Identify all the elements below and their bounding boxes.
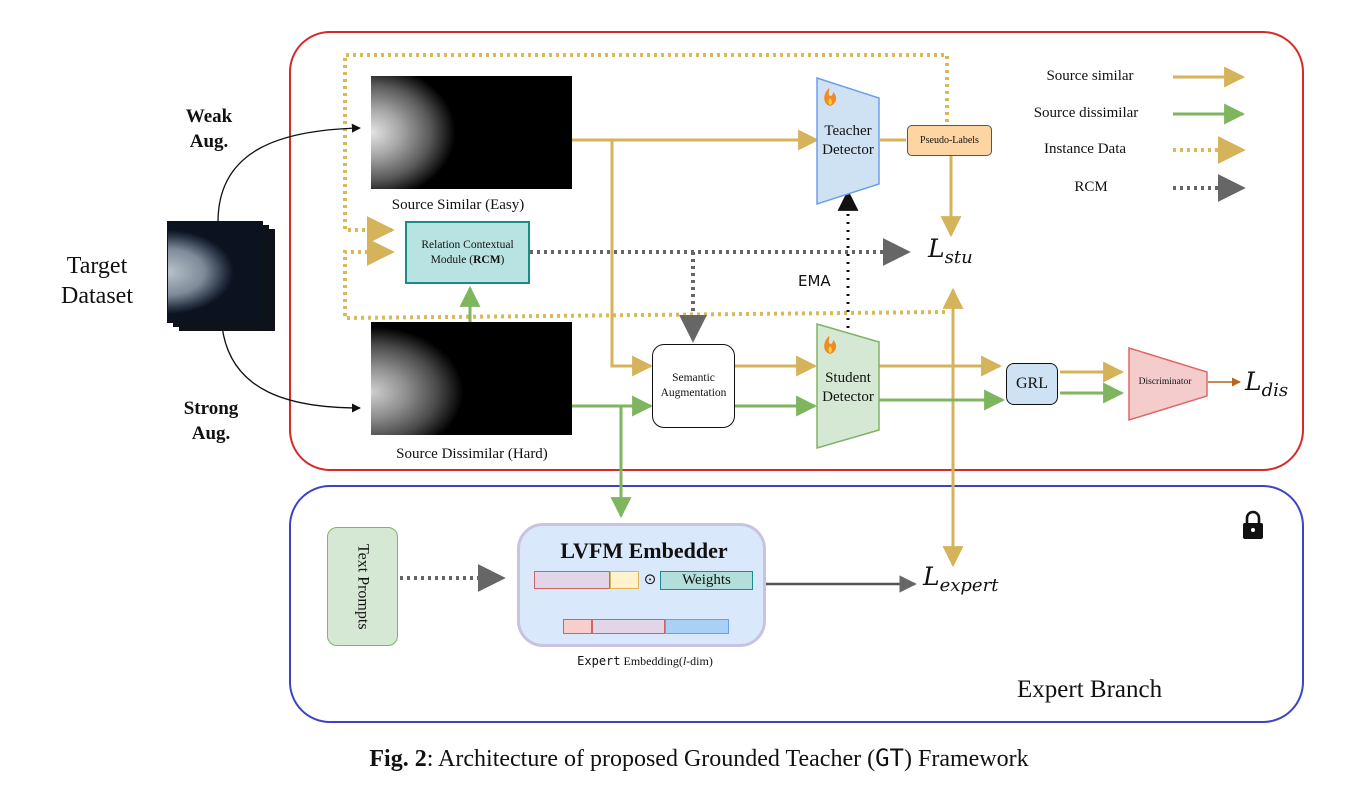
rcm-paths	[400, 238, 911, 592]
loss-dis: Ldis	[1245, 367, 1289, 401]
figure-caption: Fig. 2: Architecture of proposed Grounde…	[369, 744, 1029, 772]
lvfm-embedder-title: LVFM Embedder	[560, 538, 728, 563]
expert-embedding-caption: Expert Embedding(l-dim)	[577, 654, 713, 668]
legend-arrows	[1173, 66, 1246, 202]
embedding-output-segment-a	[563, 619, 592, 634]
discriminator-shape	[1128, 346, 1208, 422]
rcm-line1: Relation Contextual	[421, 238, 514, 251]
hadamard-operator: ⊙	[643, 570, 657, 588]
embedding-output-segment-b	[592, 619, 665, 634]
discriminator-label: Discriminator	[1138, 377, 1192, 387]
ema-label: EMA	[798, 272, 831, 290]
source-dissimilar-caption: Source Dissimilar (Hard)	[396, 446, 548, 462]
expert-branch-label: Expert Branch	[1017, 676, 1163, 703]
legend-label-source-similar: Source similar	[1046, 68, 1134, 84]
student-flame-icon	[824, 336, 837, 354]
source-similar-caption: Source Similar (Easy)	[391, 197, 525, 213]
student-detector-shape	[816, 323, 880, 449]
rcm-line2: Module (RCM)	[430, 253, 505, 266]
weights-box: Weights	[660, 571, 753, 590]
source-dissimilar-image	[371, 322, 572, 435]
legend-label-rcm: RCM	[1074, 179, 1108, 195]
embedding-input-segment-b	[610, 571, 639, 589]
grl-box: GRL	[1006, 363, 1058, 405]
target-mammogram-image	[167, 221, 263, 323]
embedding-input-segment-a	[534, 571, 610, 589]
embedding-output-segment-c	[665, 619, 729, 634]
source-dissimilar-paths	[459, 285, 1125, 519]
pseudo-labels-box: Pseudo-Labels	[907, 125, 992, 156]
main-framework-frame	[289, 31, 1304, 471]
semantic-augmentation-box: Semantic Augmentation	[652, 344, 735, 428]
instance-data-paths	[343, 53, 949, 321]
legend-label-instance-data: Instance Data	[1043, 141, 1127, 157]
lock-icon	[1243, 510, 1263, 539]
legend-label-source-dissimilar: Source dissimilar	[1033, 105, 1139, 121]
loss-stu: Lstu	[928, 234, 973, 268]
loss-expert: Lexpert	[923, 562, 999, 596]
source-similar-paths	[572, 129, 1125, 568]
teacher-flame-icon	[824, 88, 837, 106]
lvfm-embedder-box: LVFM Embedder ⊙ Weights	[517, 523, 766, 647]
source-similar-image	[371, 76, 572, 189]
augmentation-curves	[217, 123, 361, 413]
expert-branch-frame	[289, 485, 1304, 723]
relation-contextual-module-box: Relation Contextual Module (RCM)	[405, 221, 530, 284]
teacher-detector-shape	[816, 76, 880, 206]
text-prompts-box: Text Prompts	[327, 527, 398, 646]
